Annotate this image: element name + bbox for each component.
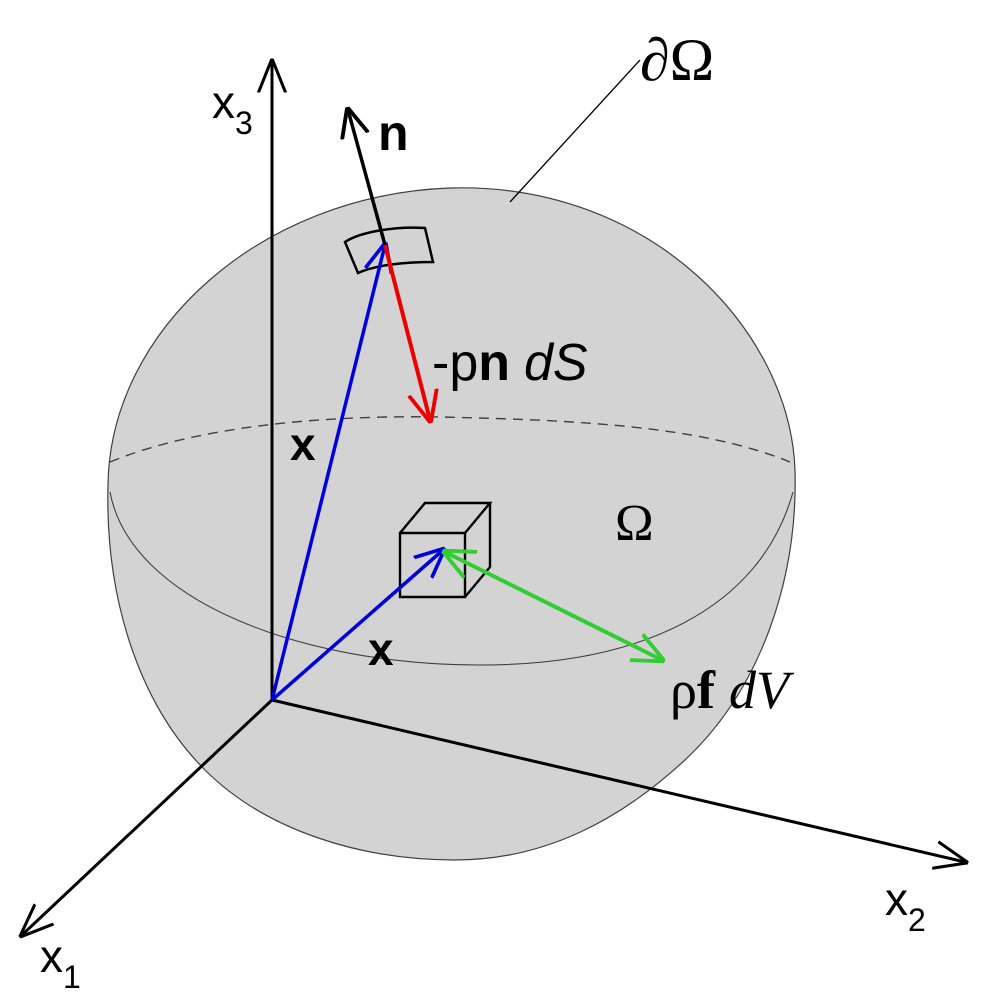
position-vector-surface <box>270 245 385 701</box>
equator-front <box>109 491 794 666</box>
axis-x1-label: x1 <box>40 930 81 995</box>
axis-x3-label: x3 <box>212 76 253 141</box>
boundary-label: ∂Ω <box>640 27 714 93</box>
body-force-vector <box>445 552 662 660</box>
domain-label: Ω <box>615 495 654 552</box>
position-lower-label: x <box>368 623 394 675</box>
position-vector-volume <box>270 550 443 702</box>
axis-x1 <box>22 698 274 935</box>
position-upper-label: x <box>290 418 316 470</box>
boundary-leader-line <box>509 59 641 203</box>
surface-force-vector <box>383 244 430 420</box>
normal-label: n <box>378 105 409 161</box>
axis-x2-label: x2 <box>885 873 926 938</box>
normal-vector <box>348 110 387 246</box>
axis-x2 <box>271 698 965 862</box>
